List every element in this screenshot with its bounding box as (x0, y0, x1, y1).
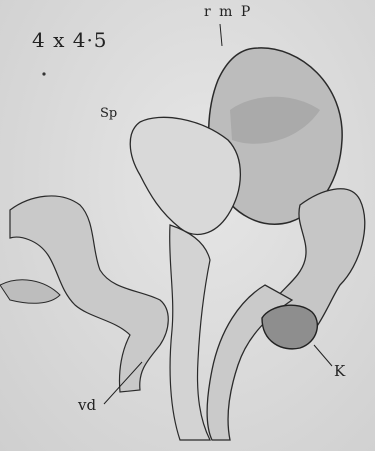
spermatheca-stalk (170, 225, 210, 440)
rmp-pointer-line (220, 24, 222, 46)
kidney-structure (262, 305, 317, 349)
label-k: K (334, 362, 345, 380)
label-vd: vd (78, 396, 96, 414)
label-rmp: r m P (204, 4, 252, 20)
k-pointer-line (314, 345, 332, 366)
magnification-label: 4 x 4·5 (32, 28, 108, 52)
label-sp: Sp (100, 106, 117, 121)
